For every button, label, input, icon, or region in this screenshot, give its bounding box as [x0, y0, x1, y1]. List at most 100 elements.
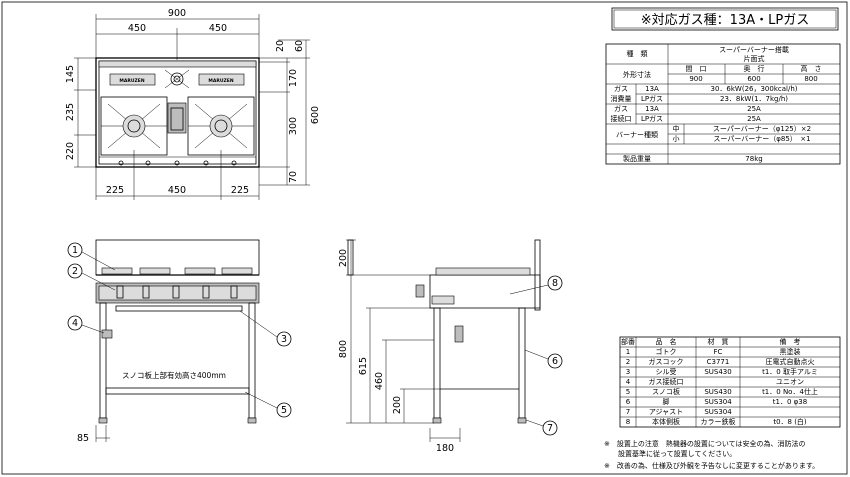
brand-plate-left: MARUZEN	[119, 78, 144, 84]
spec-burner-mid-label: 中	[673, 124, 680, 133]
spec-burner-small: スーパーバーナー（φ85） ×1	[713, 135, 810, 143]
callout-4: 4	[72, 318, 78, 329]
parts-cell-r5-c2: スノコ板	[652, 387, 680, 396]
dim-right-5: 70	[288, 171, 299, 183]
parts-cell-r8-c4: t0．8 (白)	[773, 417, 807, 426]
parts-header-material: 材 質	[708, 337, 729, 346]
dim-bottom-left: 225	[106, 185, 124, 196]
parts-cell-r4-c1: 4	[626, 378, 631, 386]
callout-2: 2	[72, 266, 78, 277]
top-view: 900 450 450 MARUZEN MARUZEN	[65, 8, 321, 200]
parts-cell-r4-c2: ガス接続口	[649, 377, 684, 386]
parts-cell-r3-c4: t1．0 取手アルミ	[762, 367, 818, 376]
front-view: スノコ板上部有効高さ400mm 85 1 2 4 3 5	[67, 239, 292, 444]
parts-cell-r4-c4: ユニオン	[776, 378, 804, 386]
notes: ※ 設置上の注意 熱機器の設置については安全の為、消防法の 設置基準に従って設置…	[604, 439, 819, 470]
spec-kind-2: 片面式	[744, 54, 765, 63]
spec-weight: 78kg	[745, 155, 762, 163]
dim-right-2: 60	[294, 40, 305, 52]
callout-7: 7	[547, 423, 553, 434]
spec-connect-13a: 25A	[747, 105, 761, 113]
dim-left-1: 145	[65, 65, 76, 83]
spec-gas-label: ガス	[614, 84, 628, 93]
dim-left-3: 220	[65, 142, 76, 160]
dim-right-1: 20	[275, 40, 286, 52]
spec-depth: 600	[747, 75, 760, 83]
dim-460: 460	[374, 372, 385, 390]
spec-lpg-2: LPガス	[641, 114, 663, 123]
spec-height-label: 高 さ	[801, 64, 822, 73]
spec-13a-1: 13A	[645, 85, 659, 93]
parts-table: 部番 品 名 材 質 備 考 1 ゴトク FC 黒塗装 2 ガスコック C3771 圧電式自動…	[619, 336, 841, 428]
side-view: 200 800 615 460 200 180 8 6 7	[338, 239, 563, 454]
spec-connect-label: 接続口	[611, 114, 632, 123]
spec-kind-label: 種 類	[627, 49, 648, 58]
dim-left-2: 235	[65, 103, 76, 121]
parts-cell-r7-c2: アジャスト	[649, 408, 683, 416]
dim-615: 615	[358, 357, 369, 375]
dim-200: 200	[392, 396, 403, 414]
parts-header-name: 品 名	[656, 337, 677, 346]
parts-cell-r3-c3: SUS430	[704, 368, 731, 376]
spec-13a-2: 13A	[645, 105, 659, 113]
spec-height: 800	[804, 75, 817, 83]
spec-depth-label: 奥 行	[744, 64, 765, 73]
parts-cell-r1-c3: FC	[714, 348, 723, 356]
parts-cell-r8-c3: カラー鉄板	[701, 417, 736, 426]
spec-dims-label: 外形寸法	[623, 70, 651, 79]
parts-header-no: 部番	[621, 337, 635, 346]
dim-bottom-mid: 450	[168, 185, 186, 196]
dim-right-half: 450	[209, 23, 227, 34]
parts-header-notes: 備 考	[780, 337, 801, 346]
dim-foot: 85	[77, 433, 89, 444]
dim-bottom-right: 225	[231, 185, 249, 196]
spec-burner-small-label: 小	[673, 134, 680, 143]
spec-consume-label: 消費量	[611, 94, 632, 103]
parts-cell-r5-c1: 5	[626, 388, 630, 396]
parts-cell-r7-c1: 7	[626, 408, 630, 416]
spec-burner-mid: スーパーバーナー（φ125）×2	[713, 125, 811, 133]
spec-consume-lpg: 23．8kW(1．7kg/h)	[720, 95, 788, 103]
brand-plate-right: MARUZEN	[208, 78, 233, 84]
dim-backguard: 200	[338, 249, 349, 267]
spec-weight-label: 製品重量	[623, 154, 651, 163]
parts-cell-r8-c1: 8	[626, 418, 630, 426]
spec-table: 種 類 スーパーバーナー搭載 片面式 外形寸法 間 口 奥 行 高 さ 900 …	[605, 43, 841, 165]
callout-1: 1	[72, 245, 78, 256]
parts-cell-r5-c3: SUS430	[704, 388, 731, 396]
dim-left-half: 450	[128, 23, 146, 34]
spec-width: 900	[689, 75, 702, 83]
parts-cell-r1-c1: 1	[626, 348, 630, 356]
parts-cell-r2-c1: 2	[626, 358, 630, 366]
callout-3: 3	[281, 334, 287, 345]
dim-180: 180	[436, 443, 454, 454]
parts-cell-r6-c3: SUS304	[704, 398, 732, 406]
parts-cell-r6-c2: 脚	[663, 397, 670, 406]
parts-cell-r2-c2: ガスコック	[649, 357, 684, 366]
parts-cell-r2-c3: C3771	[707, 358, 730, 366]
title-box	[611, 7, 839, 31]
parts-cell-r1-c4: 黒塗装	[780, 347, 801, 356]
parts-cell-r3-c1: 3	[626, 368, 630, 376]
spec-lpg-1: LPガス	[641, 94, 663, 103]
spec-kind-1: スーパーバーナー搭載	[719, 45, 789, 54]
dim-overall-width: 900	[168, 8, 186, 19]
gas-type-title: ※対応ガス種：13A・LPガス	[641, 12, 809, 28]
parts-cell-r6-c4: t1．0 φ38	[773, 398, 807, 406]
spec-connect-lpg: 25A	[747, 115, 761, 123]
callout-8: 8	[552, 278, 558, 289]
callout-6: 6	[552, 356, 558, 367]
parts-cell-r3-c2: シル受	[656, 367, 677, 376]
parts-cell-r2-c4: 圧電式自動点火	[766, 357, 815, 366]
parts-cell-r1-c2: ゴトク	[656, 347, 677, 356]
spec-width-label: 間 口	[686, 65, 707, 73]
parts-cell-r7-c3: SUS304	[704, 408, 732, 416]
parts-cell-r6-c1: 6	[626, 398, 631, 406]
front-note: スノコ板上部有効高さ400mm	[122, 370, 226, 380]
parts-cell-r5-c4: t1．0 No．4仕上	[762, 387, 818, 396]
parts-cell-r8-c2: 本体側板	[652, 417, 680, 426]
spec-gas-label-2: ガス	[614, 104, 628, 113]
